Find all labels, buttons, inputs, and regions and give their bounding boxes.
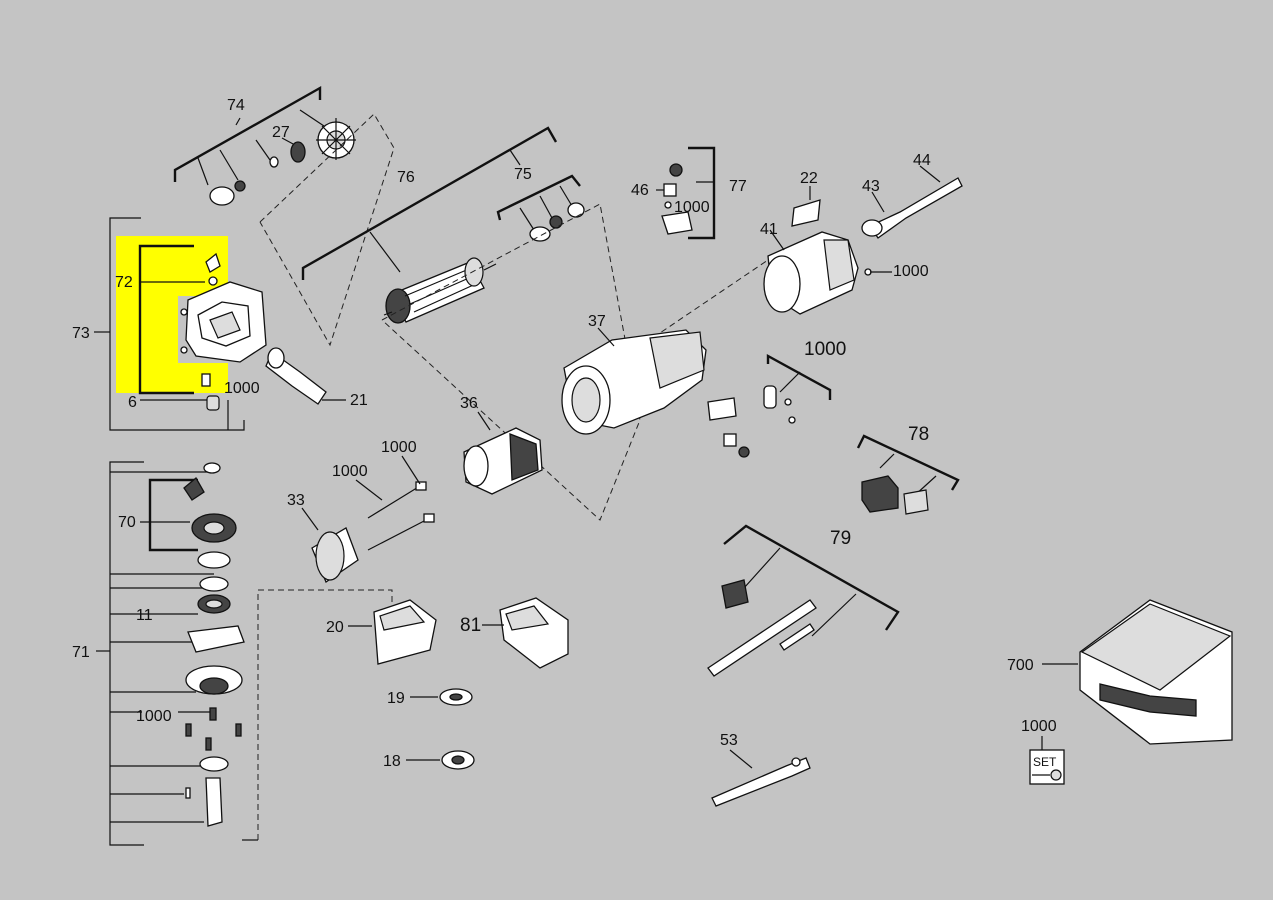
motor-housing-37[interactable] xyxy=(561,329,707,435)
label-19: 19 xyxy=(387,690,405,707)
wheel-guard-20[interactable] xyxy=(373,599,437,665)
gear-head-housing[interactable] xyxy=(180,281,267,363)
wiring-79[interactable] xyxy=(707,579,817,677)
bracket-76 xyxy=(301,126,558,280)
bracket-77 xyxy=(688,146,716,240)
label-1000-head: 1000 xyxy=(224,380,260,397)
label-1000-switch: 1000 xyxy=(804,339,846,360)
label-43: 43 xyxy=(862,178,880,195)
nut-18[interactable] xyxy=(441,750,475,770)
flange-19[interactable] xyxy=(439,688,473,706)
label-22: 22 xyxy=(800,170,818,187)
label-1000-stator-a: 1000 xyxy=(381,439,417,456)
label-53: 53 xyxy=(720,732,738,749)
label-74: 74 xyxy=(227,97,245,114)
spring-pin[interactable] xyxy=(201,373,211,387)
carry-case-700[interactable] xyxy=(1079,599,1233,745)
bearing-27[interactable] xyxy=(209,141,306,206)
label-72: 72 xyxy=(115,274,133,291)
brush-holder-77[interactable] xyxy=(661,163,693,235)
rear-housing-41[interactable] xyxy=(763,231,872,315)
label-36: 36 xyxy=(460,395,478,412)
bracket-73 xyxy=(109,217,245,431)
label-1000-gear: 1000 xyxy=(136,708,172,725)
label-27: 27 xyxy=(272,124,290,141)
label-71: 71 xyxy=(72,644,90,661)
label-21: 21 xyxy=(350,392,368,409)
electronics-78[interactable] xyxy=(861,475,929,515)
label-11: 11 xyxy=(136,607,153,624)
stator-36[interactable] xyxy=(463,427,543,495)
baffle-ring-33[interactable] xyxy=(311,527,359,583)
bracket-75 xyxy=(496,174,581,221)
side-handle-21[interactable] xyxy=(265,347,327,405)
label-20: 20 xyxy=(326,619,344,636)
label-79: 79 xyxy=(830,528,851,549)
label-73: 73 xyxy=(72,325,90,342)
bracket-79 xyxy=(723,524,900,631)
bracket-78 xyxy=(856,434,960,491)
label-41: 41 xyxy=(760,221,778,238)
label-1000-set: 1000 xyxy=(1021,718,1057,735)
bracket-70 xyxy=(148,478,198,552)
label-1000-stator-b: 1000 xyxy=(332,463,368,480)
label-75: 75 xyxy=(514,166,532,183)
label-76: 76 xyxy=(397,169,415,186)
switch-assembly[interactable] xyxy=(707,385,796,458)
label-77: 77 xyxy=(729,178,747,195)
bracket-switch-1000 xyxy=(766,353,832,400)
bearings-75[interactable] xyxy=(529,202,585,242)
bracket-74 xyxy=(173,85,322,182)
label-46: 46 xyxy=(631,182,649,199)
bracket-71 xyxy=(109,461,144,846)
label-37: 37 xyxy=(588,313,606,330)
bearing-6[interactable] xyxy=(206,395,220,411)
set-box-text: SET xyxy=(1033,755,1057,769)
label-6: 6 xyxy=(128,394,137,411)
spanner-53[interactable] xyxy=(711,757,811,807)
wheel-guard-81[interactable] xyxy=(499,597,569,669)
label-18: 18 xyxy=(383,753,401,770)
label-1000-rear: 1000 xyxy=(893,263,929,280)
fan-27[interactable] xyxy=(316,118,356,160)
spindle-lock-button[interactable] xyxy=(205,252,221,286)
label-sticker-22[interactable] xyxy=(791,199,821,227)
bracket-72 xyxy=(138,244,194,395)
label-81: 81 xyxy=(460,615,481,636)
label-1000-brush: 1000 xyxy=(674,199,710,216)
label-78: 78 xyxy=(908,424,929,445)
gear-assembly-71[interactable] xyxy=(183,462,245,827)
label-70: 70 xyxy=(118,514,136,531)
power-cable-44[interactable] xyxy=(861,177,963,239)
screw-set-1000[interactable] xyxy=(1029,749,1065,785)
label-44: 44 xyxy=(913,152,931,169)
label-700: 700 xyxy=(1007,657,1034,674)
label-33: 33 xyxy=(287,492,305,509)
stator-screws[interactable] xyxy=(367,481,435,551)
